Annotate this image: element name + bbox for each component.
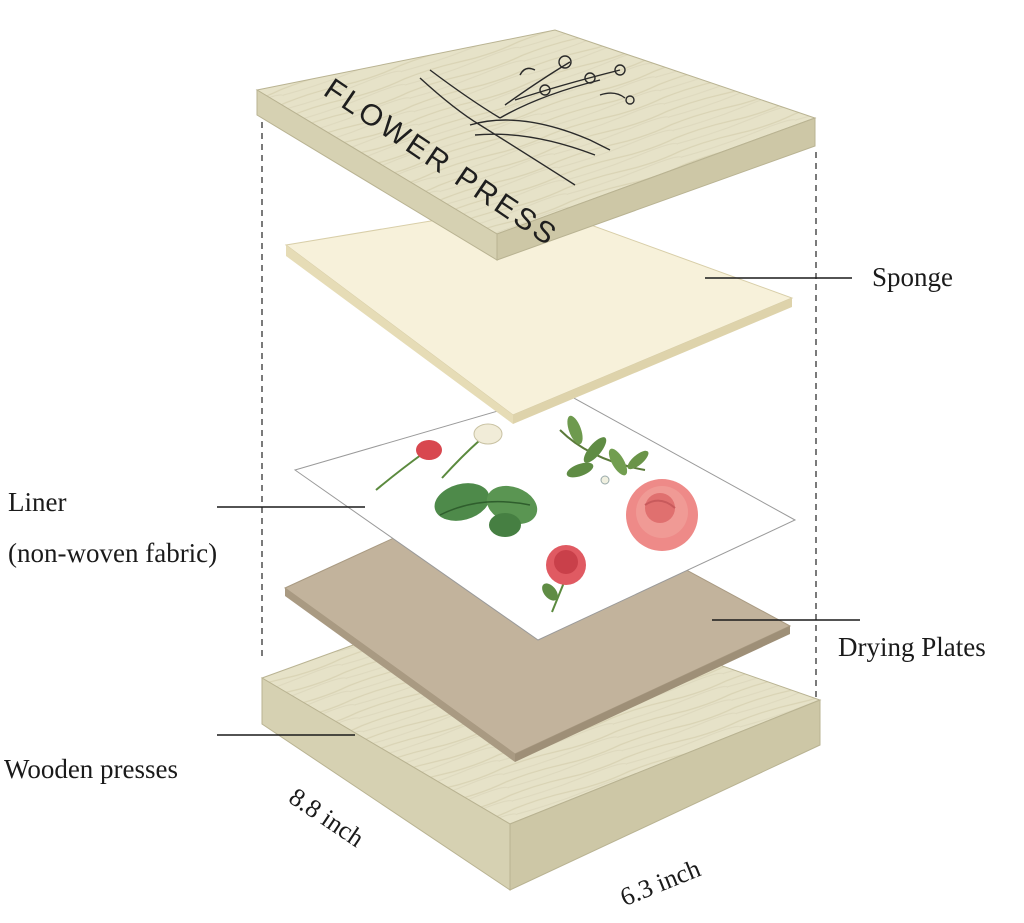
olive-branch-icon [559, 415, 649, 485]
liner-sheet [293, 391, 797, 641]
rose-bud-icon [375, 440, 442, 491]
red-rose-icon [542, 545, 586, 613]
label-liner-sub: (non-woven fabric) [8, 538, 218, 568]
label-liner: Liner [8, 487, 67, 517]
white-rose-bud-icon [441, 423, 503, 479]
leader-lines [217, 277, 860, 736]
pink-rose-icon [626, 479, 698, 551]
top-wooden-press: FLOWER PRESS [255, 29, 817, 261]
label-wooden-presses: Wooden presses [4, 754, 179, 784]
label-sponge: Sponge [872, 262, 953, 292]
book-bouquet-engraving-icon [419, 55, 635, 186]
leaves-icon [434, 483, 538, 537]
sponge-layer [284, 203, 794, 424]
label-drying-plates: Drying Plates [838, 632, 986, 662]
